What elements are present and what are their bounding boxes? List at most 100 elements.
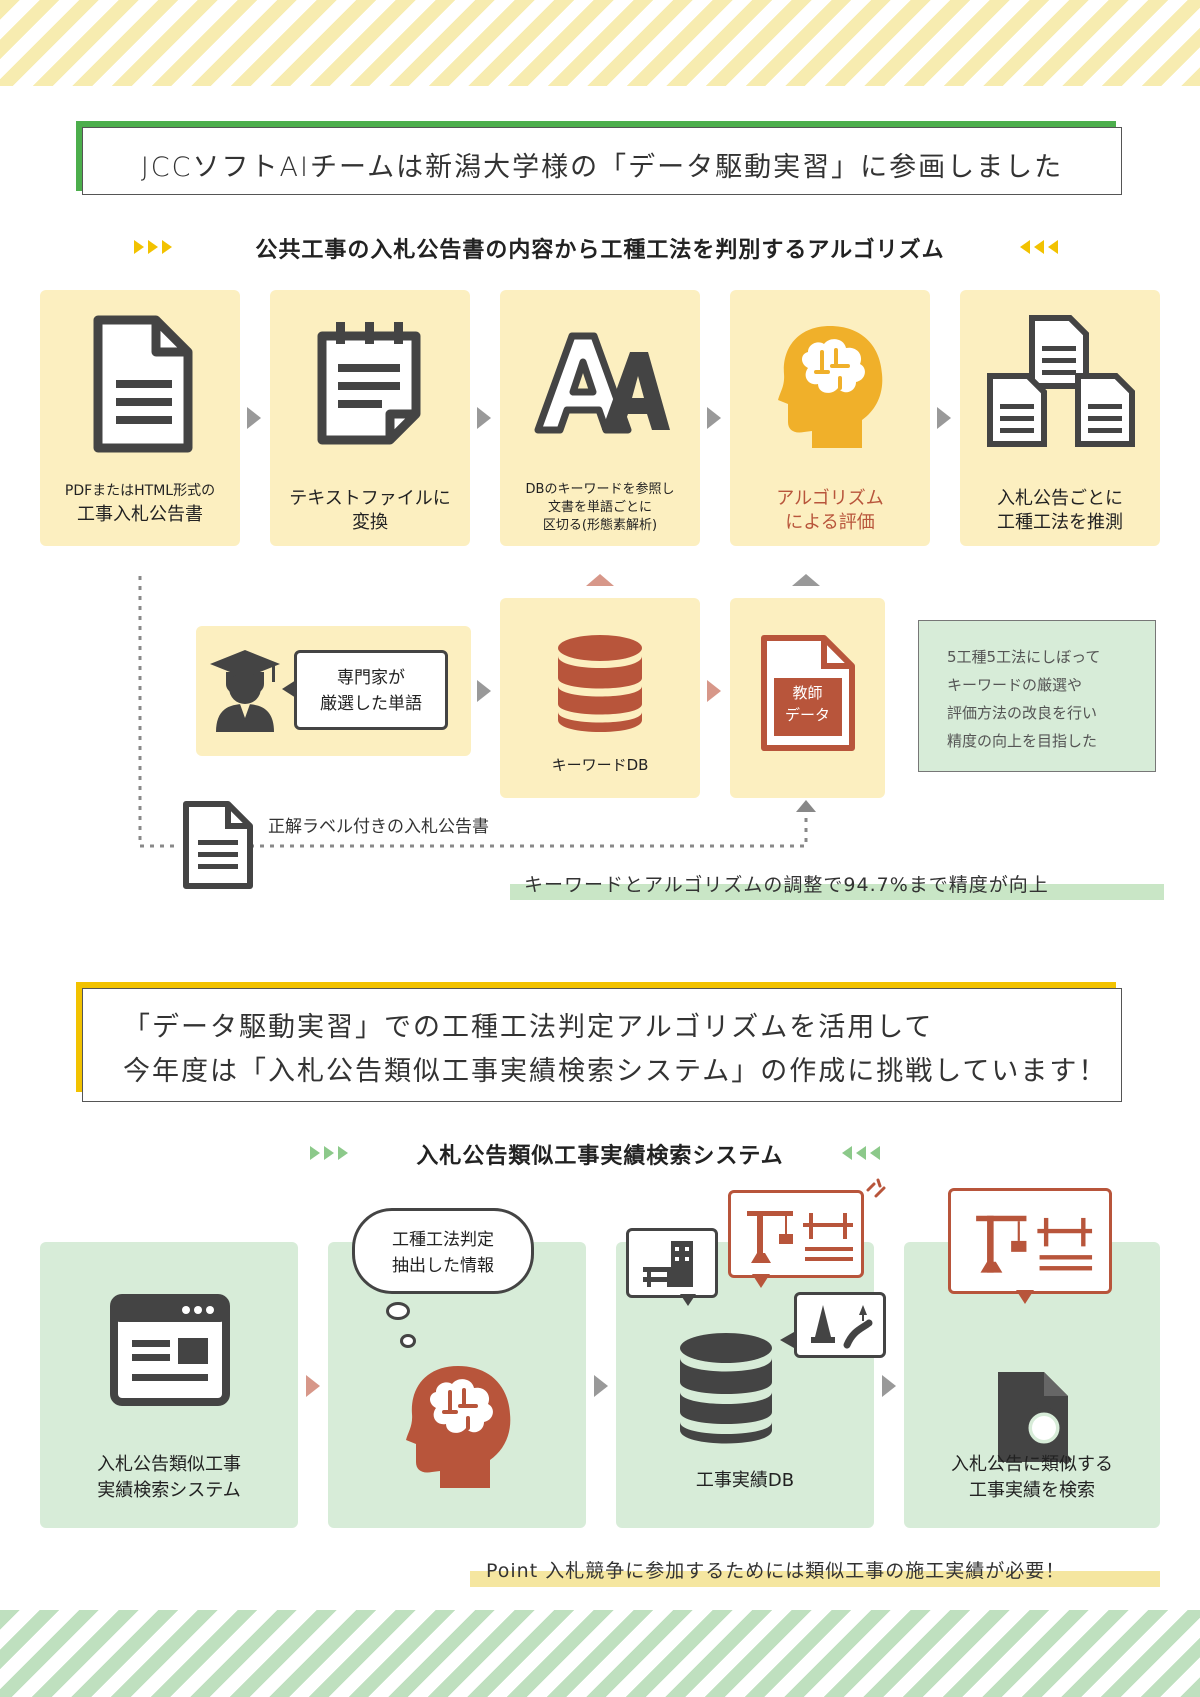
flow-arrow <box>937 407 951 429</box>
labeled-data-flow-line <box>138 576 816 848</box>
result-highlight-bar <box>510 884 1164 900</box>
note-line: キーワードの厳選や <box>947 676 1083 694</box>
analysis-card <box>328 1242 586 1528</box>
keyword-db-label: キーワードDB <box>551 756 649 774</box>
step-caption-line2: 工事入札公告書 <box>77 504 203 525</box>
subtitle-arrows-left <box>310 1145 348 1164</box>
teacher-data-document-icon <box>761 635 855 751</box>
note-line: 5工種5工法にしぼって <box>947 648 1101 666</box>
crane-bridge-icon <box>747 1211 853 1263</box>
building-bubble <box>626 1228 718 1298</box>
step-caption-line2: 工種工法を推測 <box>997 512 1123 533</box>
thought-line1: 工種工法判定 <box>392 1230 494 1250</box>
bottom-stripe-decoration <box>0 1610 1200 1697</box>
expert-card: 専門家が 厳選した単語 <box>196 626 471 756</box>
bubble-line2: 厳選した単語 <box>320 694 422 714</box>
notepad-icon <box>317 322 421 445</box>
headline2-accent-left <box>76 982 82 1092</box>
works-db-label: 工事実績DB <box>695 1470 795 1491</box>
step-caption-line1: 入札公告に類似する <box>951 1454 1113 1475</box>
step-caption-line2: 工事実績を検索 <box>969 1480 1095 1501</box>
bubble-tail <box>1016 1290 1034 1304</box>
step-caption-line1: アルゴリズム <box>776 488 884 509</box>
step-caption-line1: テキストファイルに <box>289 488 451 509</box>
teacher-data-card: 教師 データ <box>730 598 885 798</box>
teacher-data-line2: データ <box>784 706 830 724</box>
teacher-data-line1: 教師 <box>792 684 823 702</box>
document-search-icon <box>998 1372 1073 1466</box>
up-arrow <box>792 574 820 586</box>
flow-arrow <box>306 1375 320 1397</box>
thought-dot <box>400 1334 416 1348</box>
section2-headline-line1: 「データ駆動実習」での工種工法判定アルゴリズムを活用して <box>123 1012 934 1043</box>
flow-arrow <box>707 407 721 429</box>
step-card-morphology: DBのキーワードを参照し 文書を単語ごとに 区切る(形態素解析) <box>500 290 700 546</box>
headline-accent-left <box>76 121 82 191</box>
subtitle-arrows-left <box>134 239 172 258</box>
step-caption-line2: 変換 <box>352 512 388 533</box>
font-letters-icon <box>534 332 670 434</box>
works-db-card: 工事実績DB <box>616 1242 874 1528</box>
database-icon <box>680 1333 772 1444</box>
step-caption-line3: 区切る(形態素解析) <box>542 518 658 533</box>
step-card-estimate: 入札公告ごとに 工種工法を推測 <box>960 290 1160 546</box>
note-line: 評価方法の改良を行い <box>947 704 1098 722</box>
step-card-text: テキストファイルに 変換 <box>270 290 470 546</box>
labeled-document-label: 正解ラベル付きの入札公告書 <box>268 817 489 837</box>
section1-headline-box: JCCソフトAIチームは新潟大学様の「データ駆動実習」に参画しました <box>82 127 1122 195</box>
section1-headline: JCCソフトAIチームは新潟大学様の「データ駆動実習」に参画しました <box>140 152 1064 183</box>
step-card-pdf: PDFまたはHTML形式の 工事入札公告書 <box>40 290 240 546</box>
bubble-tail <box>680 1294 696 1306</box>
section2-headline-box: 「データ駆動実習」での工種工法判定アルゴリズムを活用して 今年度は「入札公告類似… <box>82 988 1122 1102</box>
labeled-document-icon <box>183 801 253 889</box>
flow-arrow <box>247 407 261 429</box>
note-box: 5工種5工法にしぼって キーワードの厳選や 評価方法の改良を行い 精度の向上を目… <box>918 620 1156 772</box>
building-bench-icon <box>643 1241 693 1287</box>
browser-window-icon <box>110 1294 230 1406</box>
document-icon <box>93 315 193 453</box>
section2-headline-line2: 今年度は「入札公告類似工事実績検索システム」の作成に挑戦しています！ <box>123 1056 1108 1087</box>
section1-subtitle: 公共工事の入札公告書の内容から工種工法を判別するアルゴリズム <box>255 238 945 263</box>
result-text: キーワードとアルゴリズムの調整で94.7%まで精度が向上 <box>524 874 1049 896</box>
point-highlight-bar <box>470 1571 1160 1587</box>
construction-result-bubble <box>948 1188 1112 1294</box>
keyword-db-card: キーワードDB <box>500 598 700 798</box>
step-caption-line2: 文書を単語ごとに <box>547 500 652 515</box>
road-cone-icon <box>811 1305 873 1349</box>
flow-arrow <box>594 1375 608 1397</box>
up-arrow <box>586 574 614 586</box>
flow-arrow <box>882 1375 896 1397</box>
point-text: Point 入札競争に参加するためには類似工事の施工実績が必要！ <box>486 1560 1066 1582</box>
section2-subtitle: 入札公告類似工事実績検索システム <box>416 1144 784 1169</box>
note-text: 5工種5工法にしぼって キーワードの厳選や 評価方法の改良を行い 精度の向上を目… <box>947 643 1100 755</box>
documents-stack-icon <box>987 315 1135 447</box>
thought-line2: 抽出した情報 <box>392 1256 494 1276</box>
brain-head-icon <box>778 326 883 448</box>
step-caption-line1: PDFまたはHTML形式の <box>64 483 216 499</box>
bubble-tail <box>752 1274 770 1288</box>
thought-bubble: 工種工法判定 抽出した情報 <box>352 1208 534 1294</box>
thought-dot <box>386 1302 410 1320</box>
step-caption-line1: 入札公告ごとに <box>997 488 1123 509</box>
expert-speech-bubble: 専門家が 厳選した単語 <box>294 650 448 730</box>
brain-head-icon <box>406 1366 511 1488</box>
headline-accent-bar <box>76 121 1116 127</box>
crane-bridge-icon <box>976 1215 1093 1273</box>
flow-arrow <box>707 680 721 702</box>
subtitle-arrows-right <box>842 1145 880 1164</box>
graduate-icon <box>210 650 280 732</box>
note-line: 精度の向上を目指した <box>947 732 1098 750</box>
system-card: 入札公告類似工事 実績検索システム <box>40 1242 298 1528</box>
bubble-tail <box>780 1332 794 1348</box>
step-caption-line1: 入札公告類似工事 <box>97 1454 241 1475</box>
step-caption-line2: 実績検索システム <box>97 1480 241 1501</box>
construction-bubble <box>728 1190 864 1278</box>
flow-arrow <box>477 680 491 702</box>
section1-subtitle-row: 公共工事の入札公告書の内容から工種工法を判別するアルゴリズム <box>0 230 1200 263</box>
database-icon <box>558 635 642 732</box>
flow-arrow <box>477 407 491 429</box>
top-stripe-decoration <box>0 0 1200 86</box>
subtitle-arrows-right <box>1020 239 1058 258</box>
section2-subtitle-row: 入札公告類似工事実績検索システム <box>0 1136 1200 1169</box>
road-bubble <box>794 1292 886 1358</box>
